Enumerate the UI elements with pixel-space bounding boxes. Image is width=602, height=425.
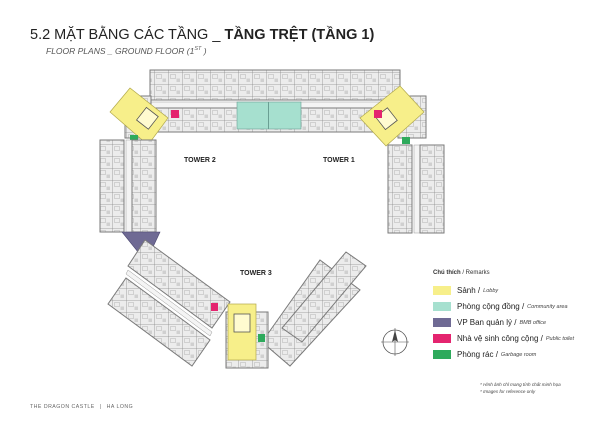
legend-item-en: Garbage room <box>500 351 537 358</box>
tower1-garbage <box>402 137 410 144</box>
subtitle-main: FLOOR PLANS _ GROUND FLOOR (1 <box>46 46 195 56</box>
lobby-swatch <box>433 286 451 295</box>
title-bold: TẦNG TRỆT (TẦNG 1) <box>224 27 375 43</box>
tower1-core <box>359 85 427 147</box>
north-arrow <box>381 328 409 356</box>
legend-item-toilet: Nhà vệ sinh công cộng / Public toilet <box>433 333 574 344</box>
footer-project: THE DRAGON CASTLE <box>30 404 95 410</box>
page-title: 5.2 MẶT BẰNG CÁC TẦNG _ TẦNG TRỆT (TẦNG … <box>30 27 374 43</box>
tower-2-label: TOWER 2 <box>184 157 216 164</box>
legend-item-office: VP Ban quản lý / BMB office <box>433 317 546 328</box>
tower2-core <box>109 87 179 146</box>
legend-title-en: / Remarks <box>460 270 490 276</box>
page-subtitle: FLOOR PLANS _ GROUND FLOOR (1ST ) <box>46 46 207 56</box>
legend-item-lobby: Sảnh / Lobby <box>433 285 498 296</box>
tower1-toilet <box>374 110 382 118</box>
tower3-toilet <box>211 303 218 311</box>
community-swatch <box>433 302 451 311</box>
tower-1-label: TOWER 1 <box>323 157 355 164</box>
tower-3-label: TOWER 3 <box>240 270 272 277</box>
legend-item-garbage: Phòng rác / Garbage room <box>433 349 536 360</box>
legend-item-community: Phòng cộng đồng / Community area <box>433 301 568 312</box>
footer: THE DRAGON CASTLE | HA LONG <box>30 404 133 410</box>
tower3-core <box>211 303 269 369</box>
tower1-wing <box>387 144 445 234</box>
legend-title-vi: Chú thích <box>433 270 461 276</box>
toilet-swatch <box>433 334 451 343</box>
note-line-2: * Images for reference only <box>480 388 536 394</box>
legend-item-vi: VP Ban quản lý / <box>457 318 517 327</box>
tower2-toilet <box>171 110 179 118</box>
footer-separator: | <box>99 404 102 410</box>
tower3-left-wing <box>107 239 231 367</box>
legend-item-vi: Sảnh / <box>457 286 481 295</box>
legend-item-en: Community area <box>527 303 568 310</box>
note-line-1: * Hình ảnh chỉ mang tính chất minh họa <box>480 382 561 387</box>
tower2-garbage <box>130 135 138 142</box>
footer-location: HA LONG <box>106 404 134 410</box>
subtitle-sup: ST <box>194 46 202 53</box>
title-prefix: 5.2 MẶT BẰNG CÁC TẦNG _ <box>30 27 225 43</box>
office-swatch <box>433 318 451 327</box>
legend-item-vi: Phòng rác / <box>457 350 498 359</box>
legend-item-vi: Nhà vệ sinh công cộng / <box>457 334 543 343</box>
legend-item-vi: Phòng cộng đồng / <box>457 302 525 311</box>
tower3-right-wing <box>261 251 367 367</box>
subtitle-end: ) <box>203 46 207 56</box>
legend-title: Chú thích / Remarks <box>433 270 490 276</box>
legend-item-en: BMB office <box>519 319 547 326</box>
legend-item-en: Public toilet <box>545 335 574 342</box>
tower2-wing <box>99 139 157 233</box>
image-notes: * Hình ảnh chỉ mang tính chất minh họa *… <box>480 382 561 395</box>
legend-item-en: Lobby <box>483 287 499 294</box>
garbage-swatch <box>433 350 451 359</box>
community-area-divider <box>268 102 269 129</box>
tower3-garbage <box>258 334 265 342</box>
